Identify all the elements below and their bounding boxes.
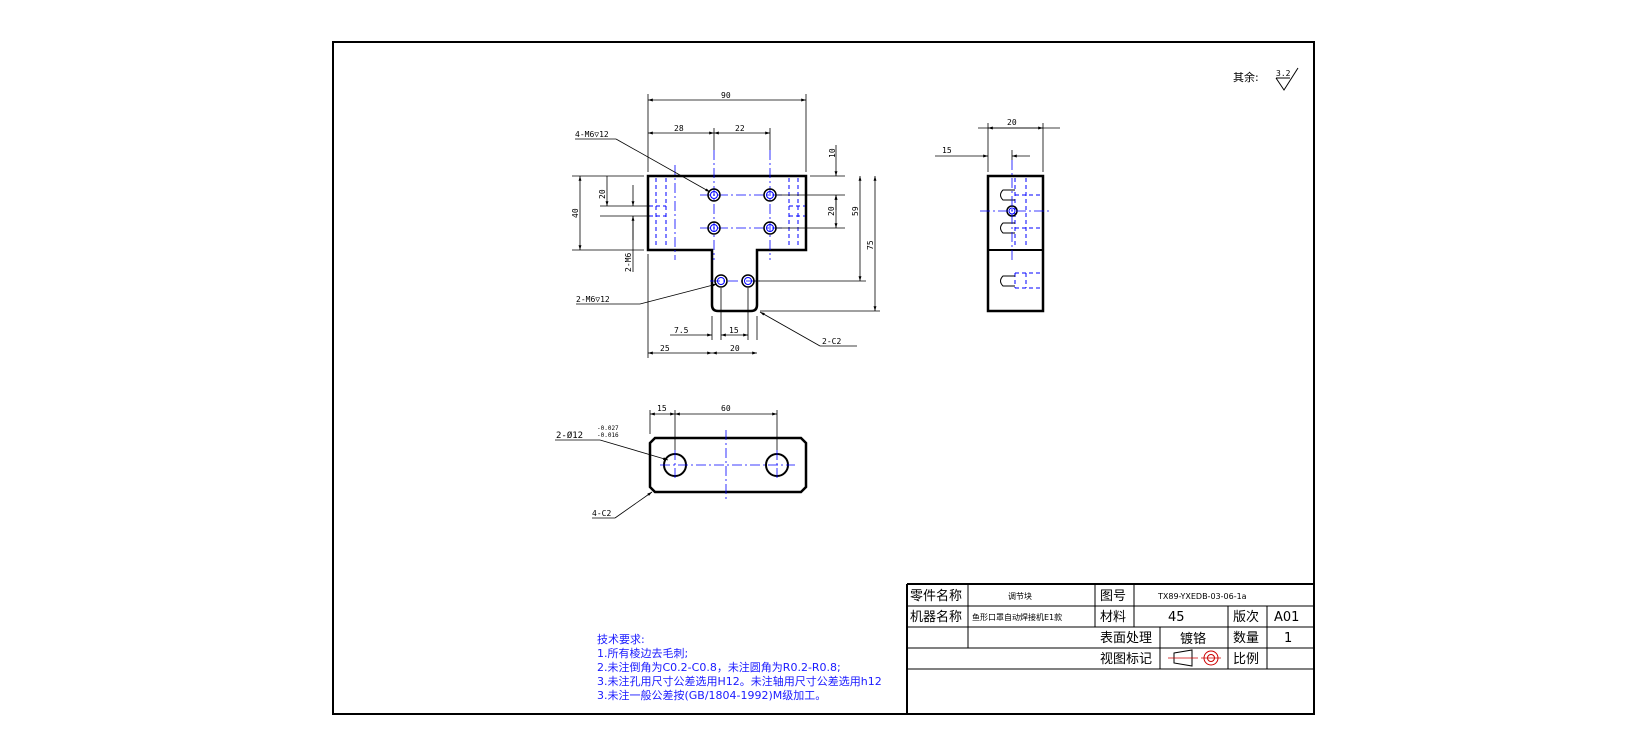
- tb-drawing-no-value: TX89-YXEDB-03-06-1a: [1157, 592, 1247, 601]
- tapped-hole-icon: [707, 221, 721, 235]
- tb-view-label: 视图标记: [1100, 652, 1152, 667]
- tb-material-label: 材料: [1100, 610, 1126, 625]
- side-view-outline: [986, 174, 1045, 313]
- roughness-mark: 其余: 3.2: [1233, 67, 1299, 91]
- projection-symbol-icon: [1168, 649, 1221, 667]
- dim-4m6: 4-M6▽12: [575, 130, 609, 139]
- side-dim-20: 20: [1007, 118, 1017, 127]
- notes-line-3: 3.未注孔用尺寸公差选用H12。未注轴用尺寸公差选用h12: [597, 674, 882, 688]
- dim-7-5: 7.5: [674, 326, 689, 335]
- dim-59: 59: [851, 206, 860, 216]
- notes-line-1: 1.所有棱边去毛刺;: [597, 646, 688, 660]
- dim-15: 15: [729, 326, 739, 335]
- dim-75: 75: [866, 240, 875, 250]
- bottom-view-outline: [648, 436, 808, 494]
- tapped-hole-icon: [707, 188, 721, 202]
- bottom-dim-15: 15: [657, 404, 667, 413]
- roughness-label: 其余:: [1233, 70, 1259, 84]
- notes-line-2: 2.未注倒角为C0.2-C0.8，未注圆角为R0.2-R0.8;: [597, 660, 841, 674]
- tb-material-value: 45: [1168, 610, 1185, 625]
- tb-part-name-value: 调节块: [1008, 591, 1032, 601]
- tb-surface-value: 镀铬: [1180, 631, 1206, 647]
- dim-20-bottom: 20: [730, 344, 740, 353]
- tb-revision-label: 版次: [1233, 609, 1259, 625]
- front-tapped-holes: [707, 188, 777, 288]
- tb-scale-label: 比例: [1233, 652, 1259, 667]
- notes-line-4: 3.未注一般公差按(GB/1804-1992)M级加工。: [597, 688, 826, 702]
- tb-quantity-label: 数量: [1233, 631, 1259, 646]
- tb-machine-name-value: 鱼形口罩自动焊接机E1款: [972, 612, 1062, 622]
- dim-22: 22: [735, 124, 745, 133]
- technical-notes: 技术要求: 1.所有棱边去毛刺; 2.未注倒角为C0.2-C0.8，未注圆角为R…: [597, 633, 882, 702]
- dim-28: 28: [674, 124, 684, 133]
- dim-40: 40: [571, 208, 580, 218]
- tb-surface-label: 表面处理: [1100, 631, 1152, 646]
- tb-machine-name-label: 机器名称: [910, 609, 962, 625]
- tb-revision-value: A01: [1274, 610, 1299, 625]
- dim-2m6: 2-M6: [624, 253, 633, 272]
- side-view: 20 15: [935, 118, 1060, 313]
- dim-90: 90: [721, 91, 731, 100]
- bottom-tol-upper: -0.027: [597, 425, 619, 432]
- title-block: 零件名称 调节块 图号 TX89-YXEDB-03-06-1a 机器名称 鱼形口…: [906, 583, 1314, 714]
- dim-20-left: 20: [598, 189, 607, 199]
- bottom-tol-lower: -0.016: [597, 432, 619, 439]
- tb-part-name-label: 零件名称: [910, 588, 962, 604]
- dim-2c2: 2-C2: [822, 337, 841, 346]
- sheet-border: [332, 41, 1315, 715]
- bottom-dim-4c2: 4-C2: [592, 509, 611, 518]
- tb-drawing-no-label: 图号: [1100, 589, 1126, 604]
- roughness-value: 3.2: [1276, 69, 1291, 78]
- front-view-outline: [646, 174, 808, 313]
- notes-title: 技术要求:: [597, 633, 645, 646]
- tapped-hole-icon: [714, 274, 728, 288]
- tb-quantity-value: 1: [1284, 631, 1292, 646]
- dim-2m6-bottom: 2-M6▽12: [576, 295, 610, 304]
- dim-20-right: 20: [827, 206, 836, 216]
- bottom-dim-hole: 2-Ø12: [556, 430, 583, 441]
- bottom-view: 15 60 2-Ø12 -0.027 -0.016 4-C2: [555, 404, 808, 519]
- bottom-dim-60: 60: [721, 404, 731, 413]
- dim-25: 25: [660, 344, 670, 353]
- dim-10: 10: [828, 148, 837, 158]
- front-view: 90 28 22 10 20 59 75 40 20 2-M6 4-M6▽12 …: [571, 91, 880, 358]
- side-dim-15: 15: [942, 146, 952, 155]
